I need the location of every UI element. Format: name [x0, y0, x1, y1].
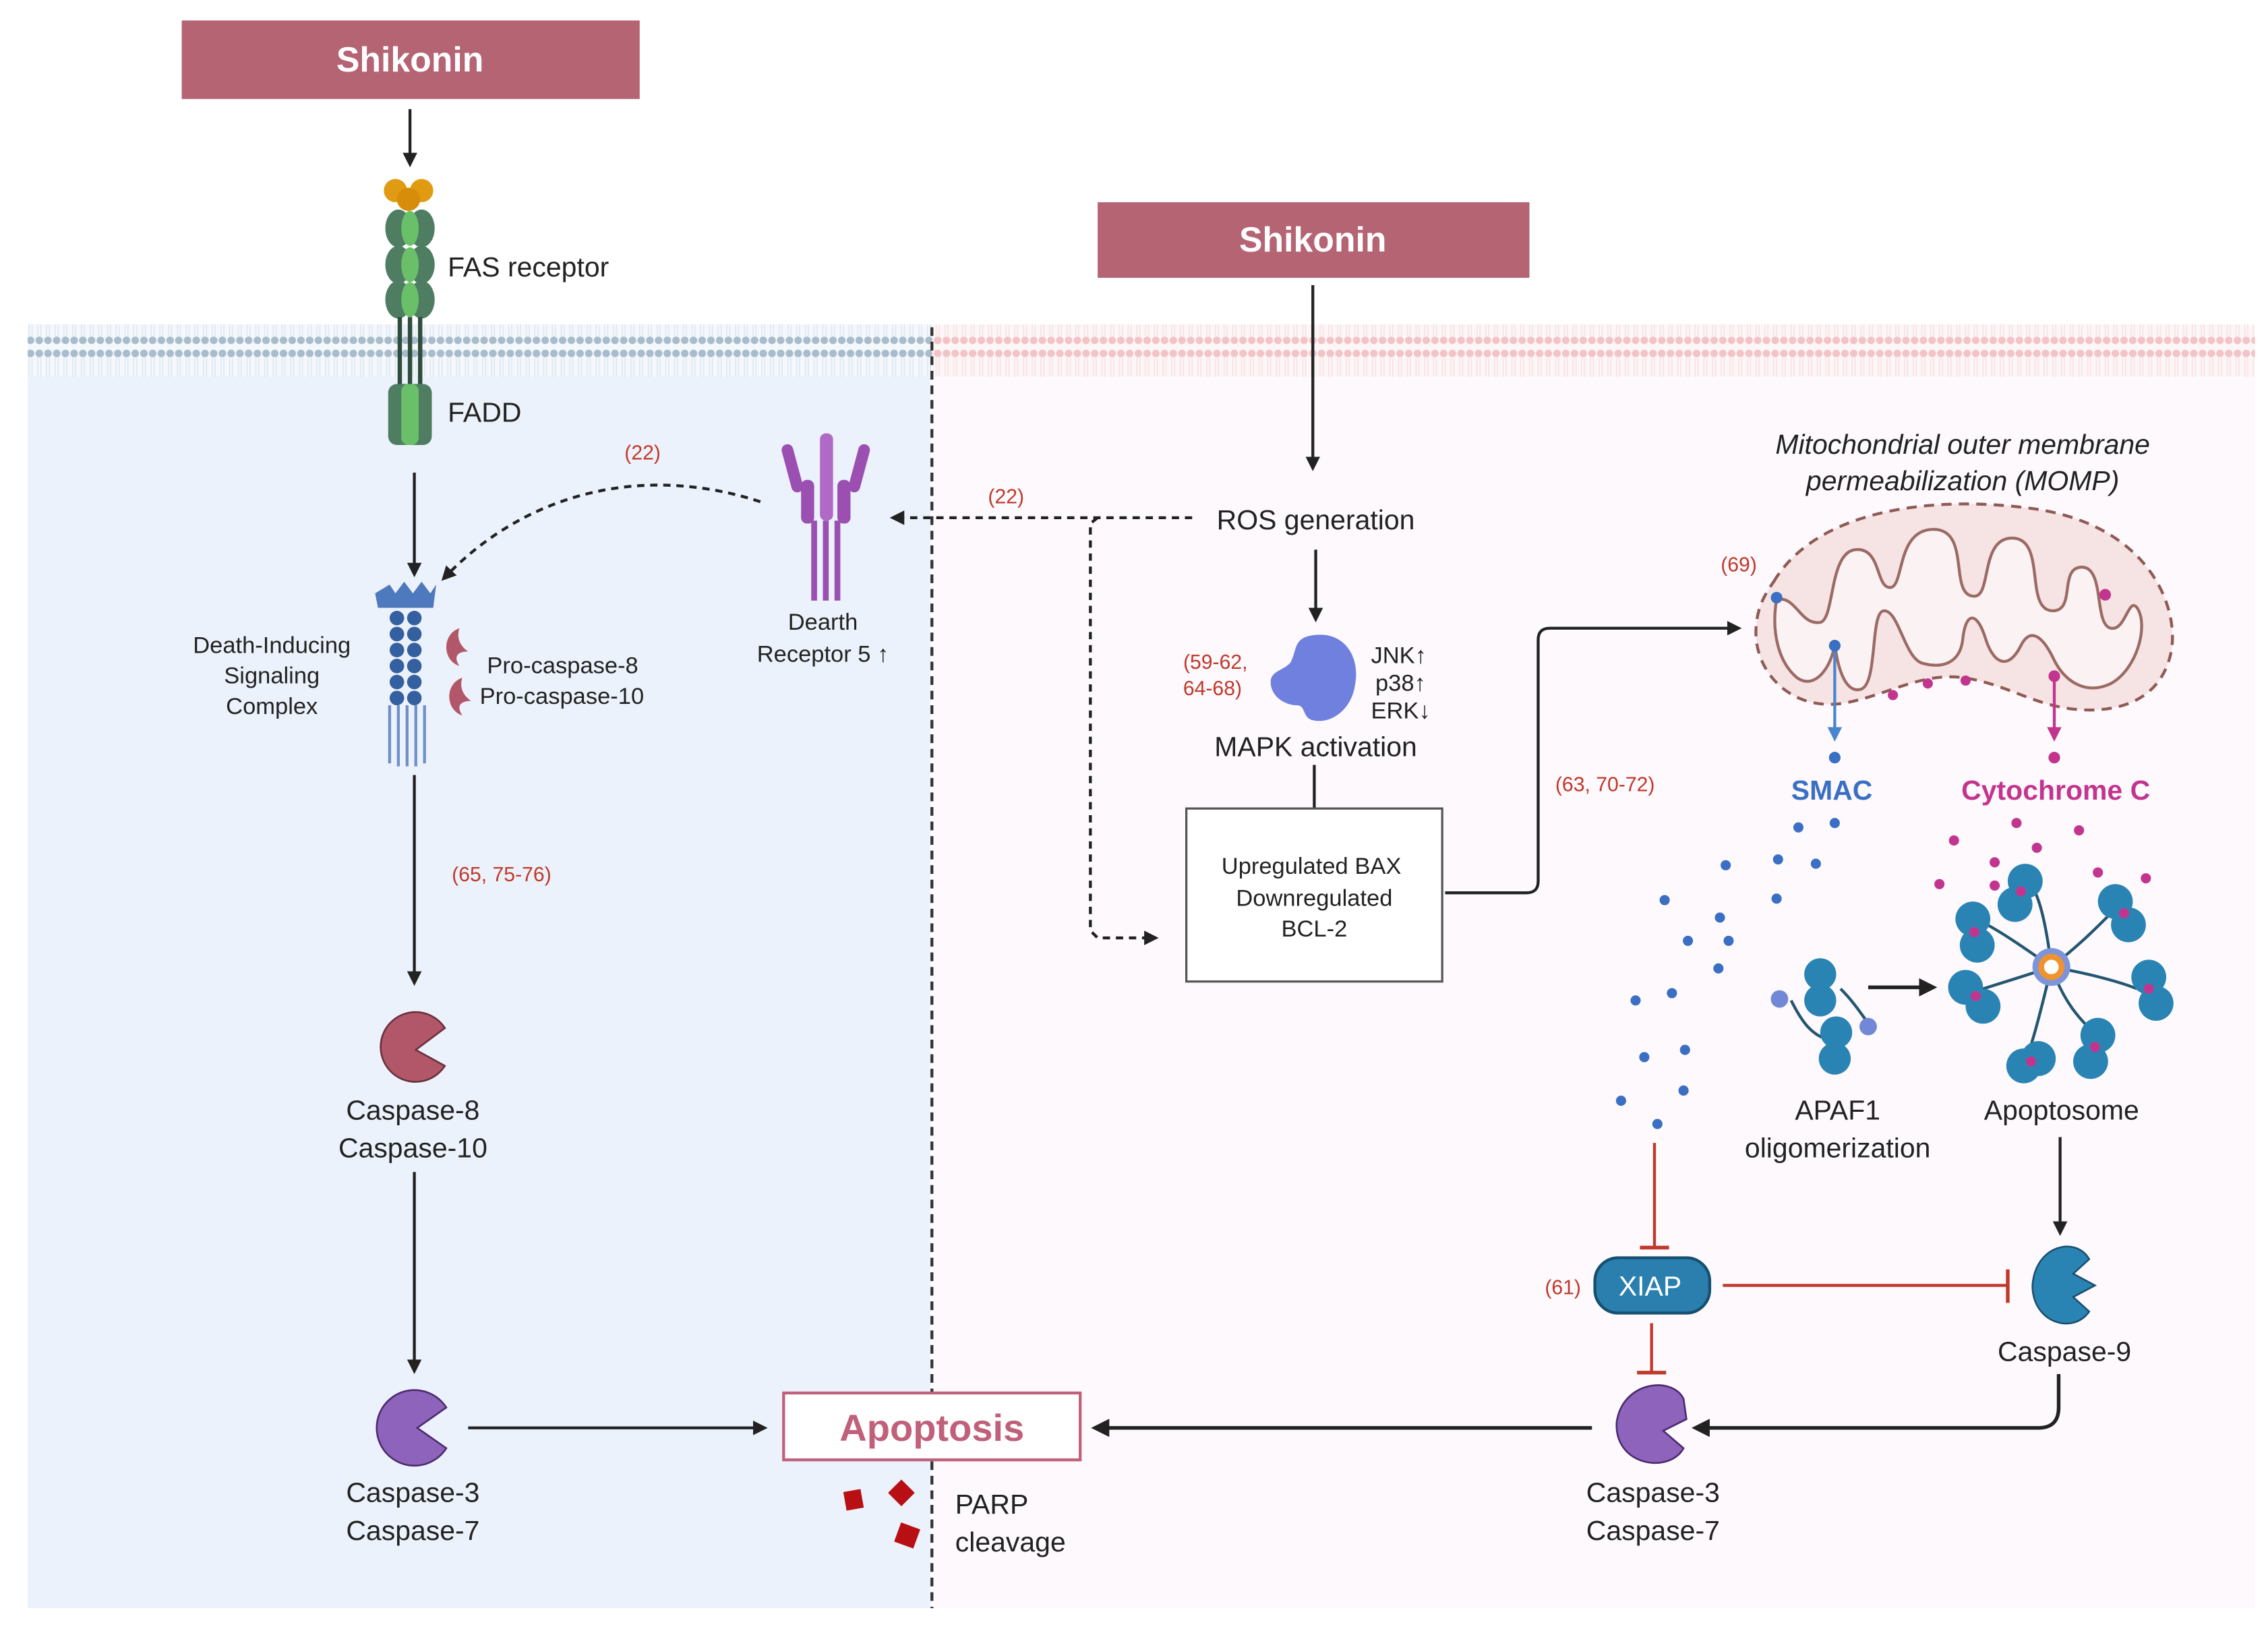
reference-momp-arrow: (63, 70-72): [1555, 773, 1655, 796]
caspase3-label: Caspase-3: [346, 1477, 479, 1508]
extrinsic-region: [27, 371, 931, 1609]
caspase3-left-icon: [376, 1389, 448, 1467]
death-receptor-5-icon: [781, 433, 870, 601]
arrow-dr5-to-disc: [441, 483, 761, 581]
death-receptor-5-label: Dearth: [788, 610, 858, 635]
erk-label: ERK↓: [1371, 698, 1430, 723]
caspase10-label: Caspase-10: [338, 1133, 487, 1164]
shikonin-box-right: Shikonin: [1098, 202, 1530, 278]
fadd-icon: [388, 384, 432, 446]
mapk-icon: [1270, 634, 1356, 721]
caspase8-icon: [380, 1011, 446, 1083]
reference-xiap: (61): [1545, 1276, 1581, 1299]
reference-caspase8: (65, 75-76): [452, 864, 551, 886]
cell-membrane-left: [27, 324, 932, 377]
shikonin-box-left: Shikonin: [181, 20, 640, 99]
cytochrome-molecule-icon: [2048, 752, 2060, 764]
momp-title: permeabilization (MOMP): [1805, 465, 2119, 496]
procaspase-label: Pro-caspase-8: [487, 653, 638, 679]
apoptosis-box: Apoptosis: [782, 1391, 1082, 1462]
cell-membrane-right: [932, 324, 2255, 377]
fas-receptor-label: FAS receptor: [448, 251, 609, 283]
caspase3-label: Caspase-3: [1586, 1477, 1720, 1508]
apaf1-icon: [1770, 958, 1877, 1075]
apaf1-label: oligomerization: [1745, 1133, 1931, 1164]
p38-label: p38↑: [1375, 670, 1426, 696]
bax-label: Upregulated BAX: [1222, 854, 1402, 879]
disc-icon: [375, 581, 436, 767]
shikonin-label: Shikonin: [336, 40, 483, 79]
fadd-label: FADD: [448, 397, 521, 428]
xiap-label: XIAP: [1619, 1271, 1681, 1302]
momp-title: Mitochondrial outer membrane: [1775, 429, 2150, 460]
apoptosome-icon: [1948, 864, 2174, 1083]
mapk-label: MAPK activation: [1214, 732, 1417, 763]
reference-mitochondria: (69): [1721, 554, 1757, 576]
smac-dots-icon: [1615, 818, 1840, 1129]
reference-mapk: 64-68): [1183, 678, 1242, 700]
cytochrome-dots-icon: [1934, 818, 2151, 891]
bax-bcl2-box: Upregulated BAX Downregulated BCL-2: [1185, 807, 1443, 983]
parp-cleavage-label: cleavage: [955, 1526, 1066, 1557]
parp-fragments-icon: [843, 1479, 920, 1549]
arrow-ros-to-bax: [1089, 516, 1159, 945]
apaf1-label: APAF1: [1795, 1095, 1880, 1126]
caspase8-label: Caspase-8: [346, 1095, 479, 1126]
arrow-caspase9-to-caspase3: [1691, 1373, 2061, 1437]
shikonin-label: Shikonin: [1239, 220, 1386, 259]
reference-ros: (22): [988, 485, 1024, 508]
procaspase-label: Pro-caspase-10: [480, 684, 645, 709]
apoptosis-label: Apoptosis: [839, 1406, 1024, 1449]
mitochondria-icon: [1754, 502, 2174, 712]
cytochrome-label: Cytochrome C: [1961, 775, 2150, 806]
parp-label: PARP: [955, 1489, 1029, 1520]
arrow-bax-to-mitochondria: [1445, 620, 1742, 895]
disc-label: Signaling: [224, 663, 320, 689]
disc-label: Death-Inducing: [193, 632, 351, 658]
smac-molecule-icon: [1828, 752, 1841, 764]
bcl2-label: Downregulated: [1236, 886, 1392, 912]
jnk-label: JNK↑: [1371, 643, 1426, 668]
smac-label: SMAC: [1791, 775, 1873, 806]
disc-label: Complex: [226, 694, 318, 719]
bcl2-label: BCL-2: [1281, 916, 1347, 942]
xiap-node: XIAP: [1593, 1256, 1712, 1315]
caspase3-right-icon: [1615, 1384, 1688, 1464]
fas-receptor-icon: [384, 179, 435, 386]
apoptosome-label: Apoptosome: [1984, 1095, 2139, 1126]
caspase7-label: Caspase-7: [346, 1515, 479, 1546]
death-receptor-5-label: Receptor 5 ↑: [757, 641, 889, 667]
caspase9-label: Caspase-9: [1998, 1336, 2131, 1367]
caspase9-icon: [2031, 1245, 2097, 1325]
reference-mapk: (59-62,: [1183, 651, 1248, 674]
reference-dr5: (22): [624, 442, 661, 465]
ros-label: ROS generation: [1217, 504, 1415, 535]
caspase7-label: Caspase-7: [1586, 1515, 1720, 1546]
procaspase-icon: [446, 628, 471, 716]
